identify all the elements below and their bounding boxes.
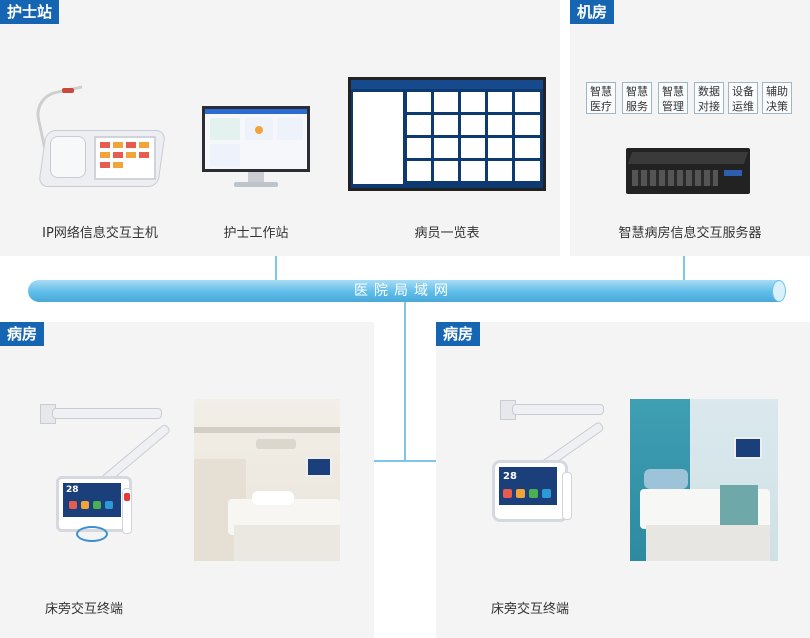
module-device-ops: 设备 运维 — [728, 82, 758, 114]
ward-room-photo-right — [630, 399, 778, 561]
workstation-foot — [234, 182, 278, 187]
arm-upper-left — [52, 408, 162, 419]
connector-machine-room — [683, 256, 685, 281]
terminal-screen-left: 28 — [56, 476, 132, 532]
nurse-workstation-label: 护士工作站 — [223, 226, 289, 241]
call-handle-left — [122, 488, 132, 534]
ward-left-tag: 病房 — [0, 322, 45, 346]
patient-board-device — [348, 77, 546, 191]
machine-room-tag: 机房 — [570, 0, 615, 24]
ip-host-device — [32, 80, 167, 190]
hospital-lan-pipe: 医院局域网 — [28, 280, 780, 302]
pipe-end-cap — [772, 280, 786, 302]
ip-host-label: IP网络信息交互主机 — [42, 226, 158, 241]
handset — [50, 136, 86, 178]
mic-head — [62, 88, 74, 93]
module-decision-support: 辅助 决策 — [762, 82, 792, 114]
call-handle-right — [562, 472, 572, 520]
ward-room-photo-left — [194, 399, 340, 561]
cable-loop-left — [76, 526, 108, 542]
arm-upper-right — [512, 404, 604, 415]
machine-room-panel: 机房 — [570, 0, 810, 256]
module-smart-management: 智慧 管理 — [658, 82, 688, 114]
hospital-lan-label: 医院局域网 — [354, 283, 454, 299]
bedside-left-label: 床旁交互终端 — [44, 602, 123, 617]
host-screen — [94, 136, 156, 180]
nurse-station-tag: 护士站 — [0, 0, 60, 24]
bedside-right-label: 床旁交互终端 — [490, 602, 569, 617]
server-label: 智慧病房信息交互服务器 — [618, 226, 762, 241]
connector-nurse-station — [275, 256, 277, 281]
connector-wards-branch — [374, 460, 436, 462]
module-smart-medical: 智慧 医疗 — [586, 82, 616, 114]
terminal-screen-right: 28 — [492, 460, 568, 522]
patient-board-label: 病员一览表 — [414, 226, 480, 241]
bedside-terminal-left: 28 — [40, 400, 172, 542]
nurse-workstation-device — [202, 106, 310, 196]
module-data-integration: 数据 对接 — [694, 82, 724, 114]
workstation-screen — [202, 106, 310, 172]
workstation-stand — [248, 172, 264, 184]
module-smart-service: 智慧 服务 — [622, 82, 652, 114]
connector-wards-trunk — [404, 302, 406, 461]
terminal-number-left: 28 — [66, 485, 79, 495]
ward-right-tag: 病房 — [436, 322, 481, 346]
terminal-number-right: 28 — [503, 471, 517, 482]
rack-server — [626, 148, 750, 194]
bedside-terminal-right: 28 — [492, 398, 605, 538]
